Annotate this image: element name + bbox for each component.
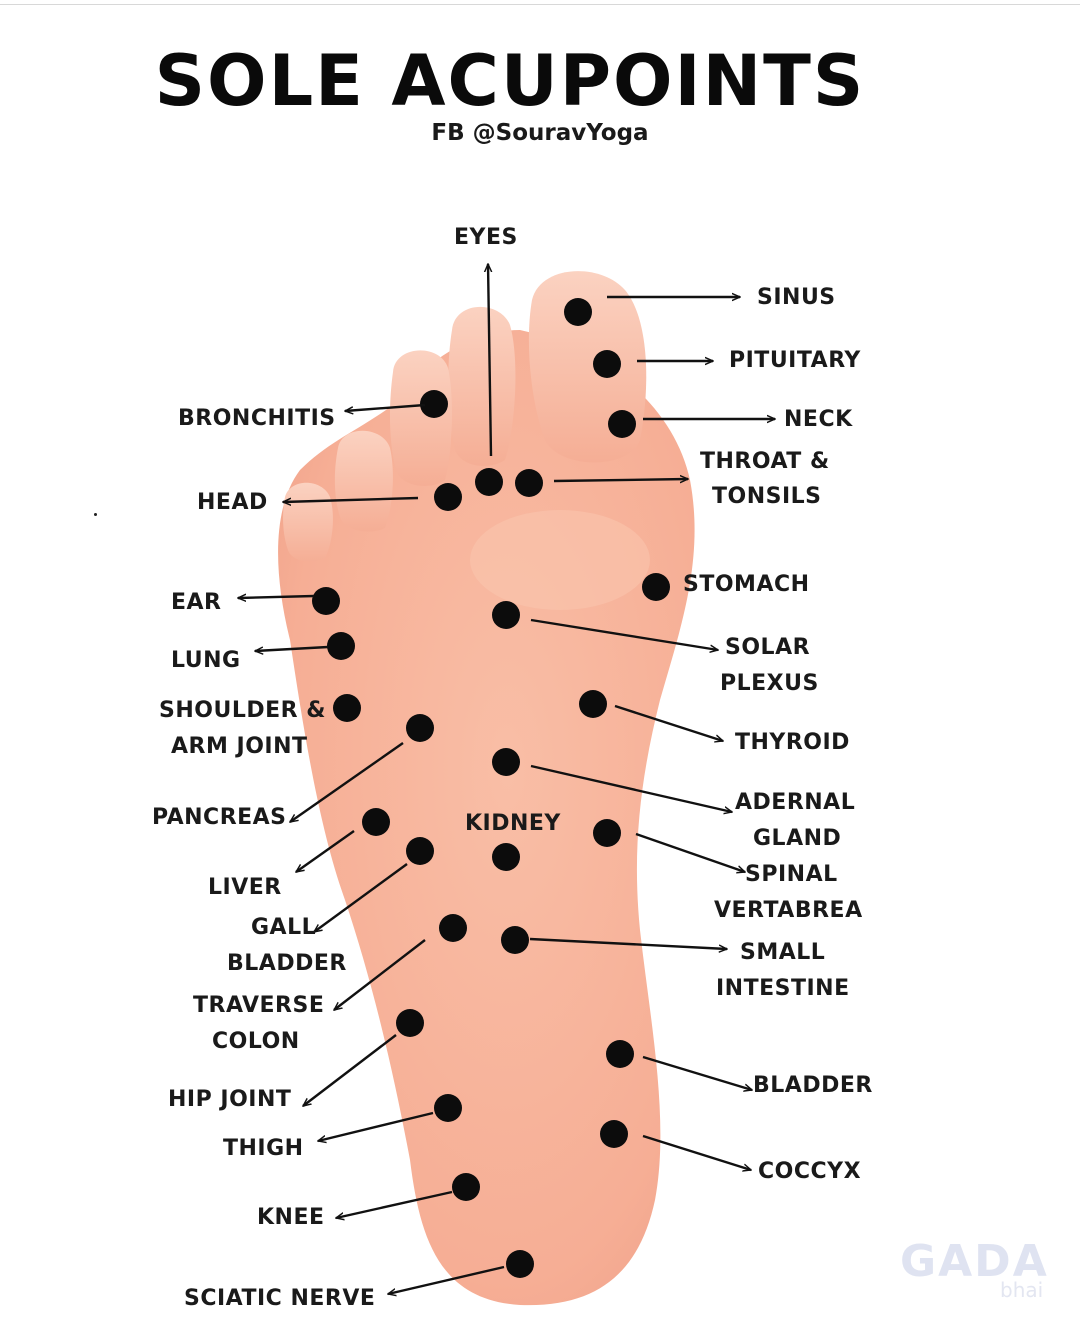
dot-neck — [608, 410, 636, 438]
dot-stomach — [642, 573, 670, 601]
label-gall-line1: GALL — [251, 915, 317, 940]
dot-shoulder — [333, 694, 361, 722]
dot-thigh — [434, 1094, 462, 1122]
dot-solar-plexus — [492, 601, 520, 629]
dot-bronchitis — [420, 390, 448, 418]
arrow-liver — [296, 830, 355, 872]
dot-liver — [362, 808, 390, 836]
watermark-logo: GADA — [900, 1236, 1049, 1287]
page-title: SOLE ACUPOINTS — [154, 40, 866, 122]
arrow-solar-plexus — [530, 618, 718, 650]
arrow-eyes — [488, 264, 491, 457]
label-bronchitis: BRONCHITIS — [178, 406, 336, 431]
dot-gall-bladder — [406, 837, 434, 865]
dot-lung — [327, 632, 355, 660]
dot-thyroid — [579, 690, 607, 718]
dot-sciatic-nerve — [506, 1250, 534, 1278]
fourth-toe — [334, 430, 393, 532]
dot-colon — [439, 914, 467, 942]
arrow-coccyx — [642, 1134, 751, 1170]
dot-hip-joint — [396, 1009, 424, 1037]
label-adrenal-line2: GLAND — [753, 826, 842, 851]
label-colon-line2: COLON — [212, 1029, 300, 1054]
dot-eyes — [475, 468, 503, 496]
arrow-lung — [255, 645, 329, 651]
label-pancreas: PANCREAS — [152, 805, 287, 830]
third-toe — [389, 350, 452, 486]
label-hip-joint: HIP JOINT — [168, 1087, 292, 1112]
top-divider — [0, 4, 1080, 5]
label-small-line1: SMALL — [740, 940, 826, 965]
dot-coccyx — [600, 1120, 628, 1148]
label-gall-line2: BLADDER — [227, 951, 347, 976]
label-kidney: KIDNEY — [465, 811, 561, 836]
dot-ear — [312, 587, 340, 615]
watermark-sub: bhai — [1000, 1278, 1044, 1302]
arrow-hip-joint — [303, 1034, 397, 1106]
dot-pituitary — [593, 350, 621, 378]
label-thyroid: THYROID — [735, 730, 850, 755]
arrow-throat — [553, 479, 688, 481]
label-solar-line2: PLEXUS — [720, 671, 819, 696]
label-small-line2: INTESTINE — [716, 976, 850, 1001]
little-toe — [283, 482, 333, 562]
second-toe — [448, 306, 516, 466]
arrow-bladder — [642, 1055, 752, 1090]
dot-head — [434, 483, 462, 511]
label-spinal-line1: SPINAL — [745, 862, 838, 887]
stray-mark — [94, 513, 97, 516]
label-coccyx: COCCYX — [758, 1159, 862, 1184]
label-solar-line1: SOLAR — [725, 635, 811, 660]
label-colon-line1: TRAVERSE — [193, 993, 325, 1018]
dot-throat — [515, 469, 543, 497]
arrow-adrenal — [530, 764, 732, 812]
arrow-sciatic-nerve — [388, 1265, 505, 1294]
arrow-thyroid — [614, 704, 723, 741]
label-adrenal-line1: ADERNAL — [735, 790, 856, 815]
dot-knee — [452, 1173, 480, 1201]
arrow-pancreas — [290, 742, 404, 822]
label-lung: LUNG — [171, 648, 241, 673]
dot-spinal — [593, 819, 621, 847]
dot-kidney — [492, 843, 520, 871]
ball-highlight — [470, 510, 650, 610]
label-eyes: EYES — [454, 225, 518, 250]
arrow-head — [283, 496, 419, 502]
label-spinal-line2: VERTABREA — [714, 898, 863, 923]
arrow-small-intestine — [529, 937, 727, 949]
arrow-thigh — [318, 1111, 434, 1141]
label-shoulder-line2: ARM JOINT — [171, 734, 308, 759]
label-thigh: THIGH — [223, 1136, 304, 1161]
label-throat-line1: THROAT & — [700, 449, 830, 474]
arrow-ear — [238, 596, 315, 598]
arrow-knee — [336, 1190, 453, 1218]
arrow-gall-bladder — [314, 863, 408, 932]
label-pituitary: PITUITARY — [729, 348, 861, 373]
label-throat-line2: TONSILS — [712, 484, 822, 509]
label-sinus: SINUS — [757, 285, 836, 310]
page-subtitle: FB @SouravYoga — [431, 120, 649, 146]
dot-adrenal — [492, 748, 520, 776]
arrow-colon — [334, 939, 426, 1010]
label-bladder: BLADDER — [753, 1073, 873, 1098]
label-knee: KNEE — [257, 1205, 325, 1230]
arrow-spinal — [635, 832, 745, 872]
pointer-arrows — [238, 264, 775, 1294]
label-head: HEAD — [197, 490, 268, 515]
label-stomach: STOMACH — [683, 572, 810, 597]
acupoint-dots — [312, 298, 670, 1278]
dot-pancreas — [406, 714, 434, 742]
dot-small-intestine — [501, 926, 529, 954]
label-sciatic-nerve: SCIATIC NERVE — [184, 1286, 376, 1311]
label-shoulder-line1: SHOULDER & — [159, 698, 326, 723]
label-liver: LIVER — [208, 875, 282, 900]
dot-bladder — [606, 1040, 634, 1068]
arrow-bronchitis — [345, 403, 426, 411]
dot-sinus — [564, 298, 592, 326]
label-ear: EAR — [171, 590, 222, 615]
label-neck: NECK — [784, 407, 853, 432]
